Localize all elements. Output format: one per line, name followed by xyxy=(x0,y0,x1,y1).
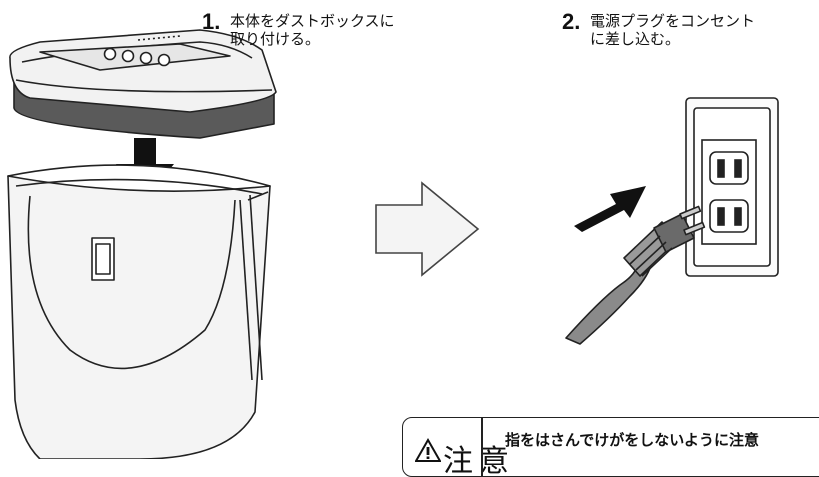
step-2-instruction: 2. 電源プラグをコンセント に差し込む。 xyxy=(562,9,756,48)
step-1-number: 1. xyxy=(202,9,221,34)
step-2-number: 2. xyxy=(562,9,581,34)
step-1-instruction: 1. 本体をダストボックスに 取り付ける。 xyxy=(202,9,395,48)
step-2-line-2: に差し込む。 xyxy=(590,30,681,48)
dust-box xyxy=(7,164,271,459)
step-1-line-1: 本体をダストボックスに xyxy=(230,12,395,30)
caution-box: 注意 指をはさんでけがをしないように注意 xyxy=(402,417,819,477)
warning-triangle-icon xyxy=(415,438,441,462)
shredder-head xyxy=(9,29,277,139)
step-1-line-2: 取り付ける。 xyxy=(230,30,321,48)
caution-divider xyxy=(481,418,483,476)
wall-outlet xyxy=(685,97,779,277)
power-plug xyxy=(565,205,706,345)
step-2-line-1: 電源プラグをコンセント xyxy=(590,12,756,30)
plug-in-arrow-icon xyxy=(574,186,646,232)
right-arrow-icon xyxy=(375,181,480,277)
caution-text: 指をはさんでけがをしないように注意 xyxy=(505,431,759,449)
illustration-canvas xyxy=(7,29,779,459)
